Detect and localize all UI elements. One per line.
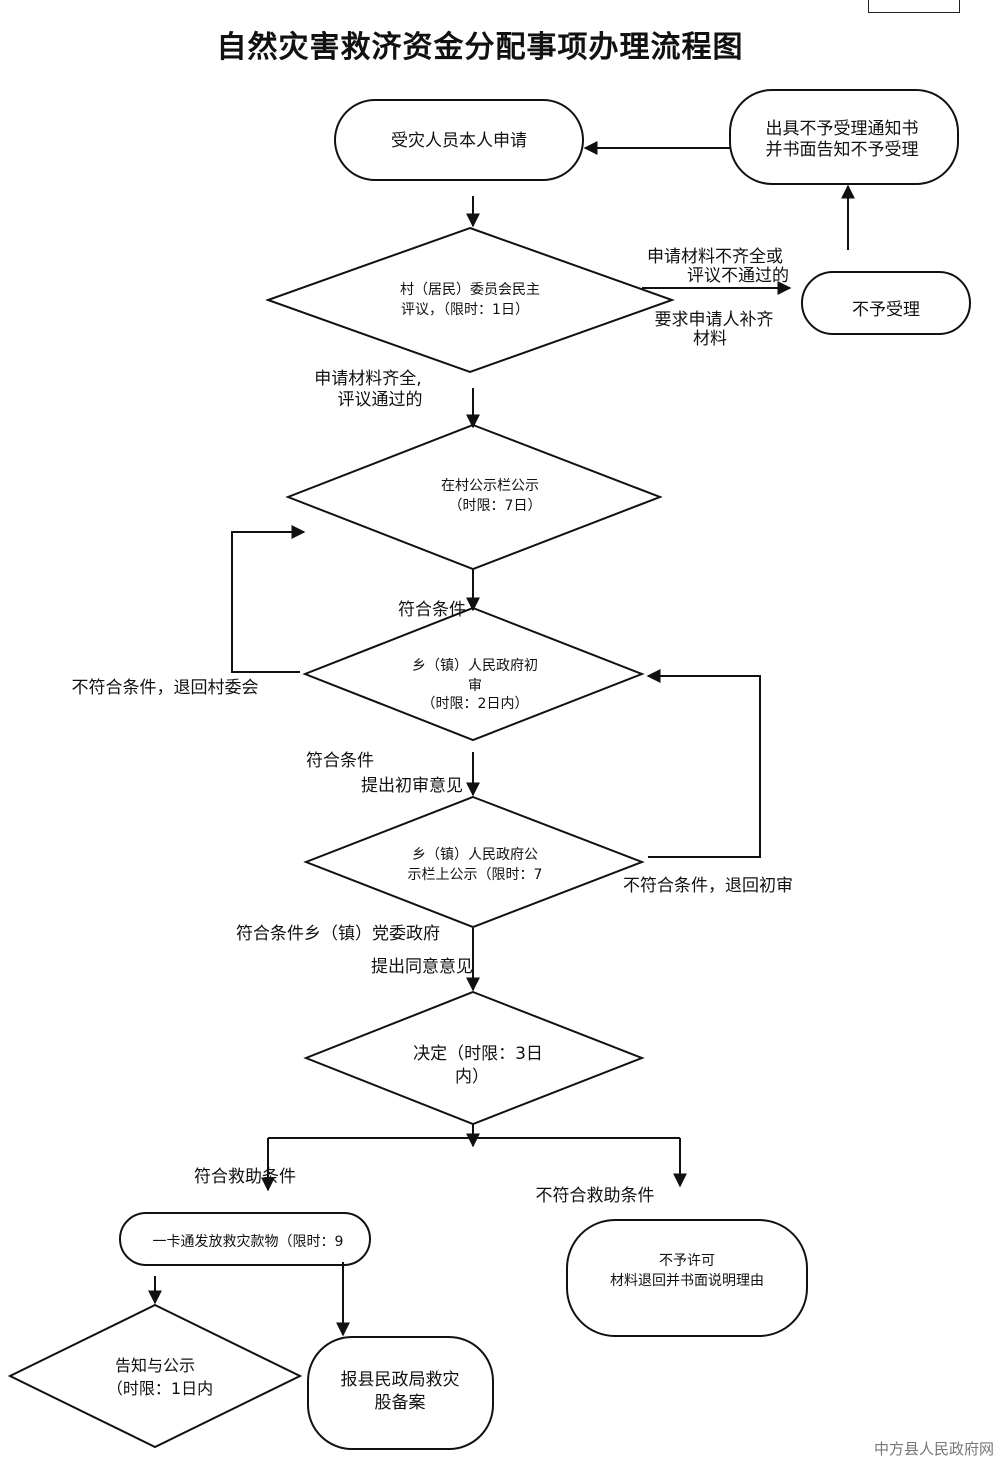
review-line-2: 评议，（限时：1日）	[401, 302, 529, 318]
township-publicity-line-2: 示栏上公示（限时：7	[408, 867, 543, 883]
township-review-line-3: （时限：2日内）	[422, 696, 529, 712]
township-review-node	[302, 606, 645, 742]
reject-accept-label: 不予受理	[852, 300, 920, 320]
edge-return-review: 不符合条件，退回初审	[623, 876, 793, 896]
edge-return-village: 不符合条件，退回村委会	[72, 678, 259, 698]
edge-propose-opinion: 提出初审意见	[361, 776, 463, 796]
review-node	[265, 226, 675, 374]
reject-accept-node	[801, 271, 971, 335]
notice-line-1: 出具不予受理通知书	[766, 119, 919, 139]
notice-node	[729, 89, 959, 185]
edge-complete-line-2: 评议通过的	[338, 390, 423, 410]
arrow-return-review	[646, 669, 761, 858]
issue-card-node	[119, 1212, 371, 1266]
edge-agree-opinion: 提出同意意见	[371, 957, 473, 977]
edge-qualified-1: 符合条件	[398, 600, 466, 620]
village-publicity-line-1: 在村公示栏公示	[441, 478, 539, 494]
inform-publicity-node	[7, 1303, 303, 1449]
deny-permit-line-2: 材料退回并书面说明理由	[610, 1273, 764, 1289]
apply-label: 受灾人员本人申请	[391, 131, 527, 151]
township-review-line-1: 乡（镇）人民政府初	[412, 657, 538, 674]
edge-qualified-party: 符合条件乡（镇）党委政府	[236, 924, 440, 944]
corner-mark	[868, 0, 960, 13]
village-publicity-line-2: （时限：7日）	[449, 498, 542, 514]
edge-qualified-2: 符合条件	[306, 751, 374, 771]
edge-supplement-line-2: 材料	[693, 329, 727, 349]
arrow-return-village	[231, 525, 306, 673]
edge-not-meets-aid: 不符合救助条件	[536, 1186, 655, 1206]
deny-permit-line-1: 不予许可	[659, 1253, 715, 1269]
township-review-line-2: 审	[468, 678, 482, 694]
page-title: 自然灾害救济资金分配事项办理流程图	[216, 30, 744, 65]
township-publicity-line-1: 乡（镇）人民政府公	[412, 847, 538, 863]
inform-publicity-line-1: 告知与公示	[115, 1356, 195, 1375]
edge-supplement-line-1: 要求申请人补齐	[655, 310, 774, 330]
edge-meets-aid: 符合救助条件	[194, 1167, 296, 1187]
report-filing-line-2: 股备案	[375, 1393, 426, 1413]
edge-complete-line-1: 申请材料齐全,	[314, 369, 421, 389]
watermark: 中方县人民政府网	[873, 1440, 994, 1458]
edge-incomplete-line-1: 申请材料不齐全或	[647, 247, 783, 267]
edge-incomplete-line-2: 评议不通过的	[687, 266, 789, 286]
review-line-1: 村（居民）委员会民主	[400, 282, 540, 298]
report-filing-line-1: 报县民政局救灾	[341, 1370, 460, 1390]
decision-line-2: 内）	[455, 1067, 489, 1087]
village-publicity-node	[285, 423, 663, 571]
deny-permit-node	[566, 1219, 808, 1337]
report-filing-node	[307, 1336, 494, 1450]
township-publicity-node	[303, 795, 645, 929]
decision-line-1: 决定（时限：3日	[413, 1044, 543, 1064]
notice-line-2: 并书面告知不予受理	[766, 140, 919, 160]
apply-node	[334, 99, 584, 181]
issue-card-label: 一卡通发放救灾款物（限时：9	[153, 1233, 344, 1250]
inform-publicity-line-2: （时限：1日内	[107, 1379, 213, 1398]
